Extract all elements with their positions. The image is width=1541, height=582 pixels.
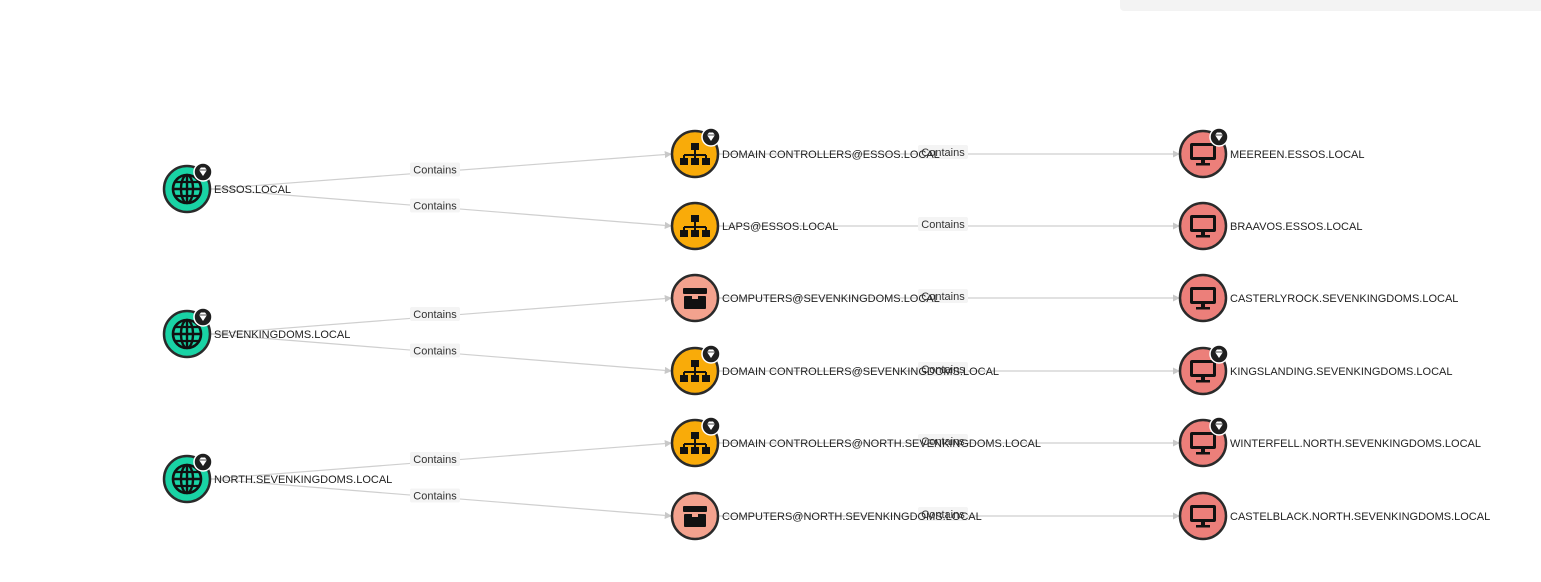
edge-contains[interactable]: Contains <box>209 333 673 375</box>
top-right-panel <box>1120 0 1541 11</box>
node-label: DOMAIN CONTROLLERS@ESSOS.LOCAL <box>722 149 940 161</box>
org-chart-icon <box>680 432 710 454</box>
node-sk[interactable]: SEVENKINGDOMS.LOCAL <box>162 307 350 359</box>
edge-contains[interactable]: Contains <box>718 362 1180 376</box>
node-castelblack[interactable]: CASTELBLACK.NORTH.SEVENKINGDOMS.LOCAL <box>1178 491 1490 541</box>
edge-label: Contains <box>921 509 965 521</box>
edge-label: Contains <box>921 291 965 303</box>
org-chart-icon <box>680 360 710 382</box>
high-value-badge-icon <box>193 162 213 182</box>
monitor-icon <box>1190 143 1216 166</box>
edge-contains[interactable]: Contains <box>718 145 1180 159</box>
edge-label-background <box>918 145 968 159</box>
org-chart-icon <box>680 215 710 237</box>
monitor-icon <box>1190 432 1216 455</box>
node-label: DOMAIN CONTROLLERS@SEVENKINGDOMS.LOCAL <box>722 366 999 378</box>
globe-icon <box>171 318 203 350</box>
node-label: CASTELBLACK.NORTH.SEVENKINGDOMS.LOCAL <box>1230 511 1490 523</box>
node-dc-essos[interactable]: DOMAIN CONTROLLERS@ESSOS.LOCAL <box>670 127 940 179</box>
node-comp-north[interactable]: COMPUTERS@NORTH.SEVENKINGDOMS.LOCAL <box>670 491 982 541</box>
edge-label-background <box>410 452 460 466</box>
edge-label: Contains <box>921 436 965 448</box>
edge-label: Contains <box>413 346 457 358</box>
edge-label-background <box>410 488 460 503</box>
edge-contains[interactable]: Contains <box>718 507 1180 521</box>
node-winterfell[interactable]: WINTERFELL.NORTH.SEVENKINGDOMS.LOCAL <box>1178 416 1481 468</box>
box-icon <box>683 506 707 527</box>
node-dc-north[interactable]: DOMAIN CONTROLLERS@NORTH.SEVENKINGDOMS.L… <box>670 416 1041 468</box>
edge-label: Contains <box>921 219 965 231</box>
high-value-badge-icon <box>1209 344 1229 364</box>
monitor-icon <box>1190 215 1216 238</box>
edge-label: Contains <box>413 165 457 177</box>
edge-label-background <box>918 434 968 448</box>
node-label: ESSOS.LOCAL <box>214 184 291 196</box>
edge-contains[interactable]: Contains <box>209 150 673 190</box>
edge-label: Contains <box>413 309 457 321</box>
node-label: COMPUTERS@SEVENKINGDOMS.LOCAL <box>722 293 940 305</box>
node-north[interactable]: NORTH.SEVENKINGDOMS.LOCAL <box>162 452 392 504</box>
node-label: DOMAIN CONTROLLERS@NORTH.SEVENKINGDOMS.L… <box>722 438 1041 450</box>
edge-contains[interactable]: Contains <box>718 217 1180 231</box>
node-label: WINTERFELL.NORTH.SEVENKINGDOMS.LOCAL <box>1230 438 1481 450</box>
nodes-layer: ESSOS.LOCAL SEVENKINGDOMS.LOCAL NORTH.SEVE… <box>162 127 1490 541</box>
edge-label: Contains <box>413 491 457 503</box>
edge-label-background <box>918 289 968 303</box>
high-value-badge-icon <box>701 127 721 147</box>
monitor-icon <box>1190 360 1216 383</box>
edge-contains[interactable]: Contains <box>209 439 673 480</box>
edge-contains[interactable]: Contains <box>718 289 1180 303</box>
node-laps-essos[interactable]: LAPS@ESSOS.LOCAL <box>670 201 838 251</box>
node-label: SEVENKINGDOMS.LOCAL <box>214 329 350 341</box>
node-label: BRAAVOS.ESSOS.LOCAL <box>1230 221 1362 233</box>
node-label: CASTERLYROCK.SEVENKINGDOMS.LOCAL <box>1230 293 1458 305</box>
edge-label: Contains <box>921 364 965 376</box>
edge-label-background <box>410 307 460 321</box>
org-chart-icon <box>680 143 710 165</box>
high-value-badge-icon <box>701 344 721 364</box>
edge-label-background <box>410 162 460 177</box>
edge-label-background <box>918 362 968 376</box>
node-kings[interactable]: KINGSLANDING.SEVENKINGDOMS.LOCAL <box>1178 344 1453 396</box>
high-value-badge-icon <box>193 307 213 327</box>
node-casterly[interactable]: CASTERLYROCK.SEVENKINGDOMS.LOCAL <box>1178 273 1458 323</box>
node-comp-sk[interactable]: COMPUTERS@SEVENKINGDOMS.LOCAL <box>670 273 940 323</box>
high-value-badge-icon <box>701 416 721 436</box>
node-label: NORTH.SEVENKINGDOMS.LOCAL <box>214 474 392 486</box>
node-dc-sk[interactable]: DOMAIN CONTROLLERS@SEVENKINGDOMS.LOCAL <box>670 344 999 396</box>
node-label: LAPS@ESSOS.LOCAL <box>722 221 838 233</box>
edge-label-background <box>918 507 968 521</box>
edge-label-background <box>918 217 968 231</box>
node-braavos[interactable]: BRAAVOS.ESSOS.LOCAL <box>1178 201 1362 251</box>
node-label: KINGSLANDING.SEVENKINGDOMS.LOCAL <box>1230 366 1453 378</box>
high-value-badge-icon <box>1209 416 1229 436</box>
node-essos[interactable]: ESSOS.LOCAL <box>162 162 291 214</box>
edges-layer: ContainsContainsContainsContainsContains… <box>209 145 1180 521</box>
edge-label-background <box>410 198 460 213</box>
globe-icon <box>171 173 203 205</box>
edge-contains[interactable]: Contains <box>718 434 1180 448</box>
monitor-icon <box>1190 287 1216 310</box>
edge-label: Contains <box>413 454 457 466</box>
high-value-badge-icon <box>1209 127 1229 147</box>
edge-contains[interactable]: Contains <box>209 294 673 335</box>
high-value-badge-icon <box>193 452 213 472</box>
globe-icon <box>171 463 203 495</box>
node-meereen[interactable]: MEEREEN.ESSOS.LOCAL <box>1178 127 1365 179</box>
monitor-icon <box>1190 505 1216 528</box>
edge-label: Contains <box>921 147 965 159</box>
edge-label-background <box>410 343 460 358</box>
node-label: MEEREEN.ESSOS.LOCAL <box>1230 149 1365 161</box>
edge-contains[interactable]: Contains <box>209 478 673 520</box>
edge-contains[interactable]: Contains <box>209 188 673 230</box>
edge-label: Contains <box>413 201 457 213</box>
node-label: COMPUTERS@NORTH.SEVENKINGDOMS.LOCAL <box>722 511 982 523</box>
box-icon <box>683 288 707 309</box>
